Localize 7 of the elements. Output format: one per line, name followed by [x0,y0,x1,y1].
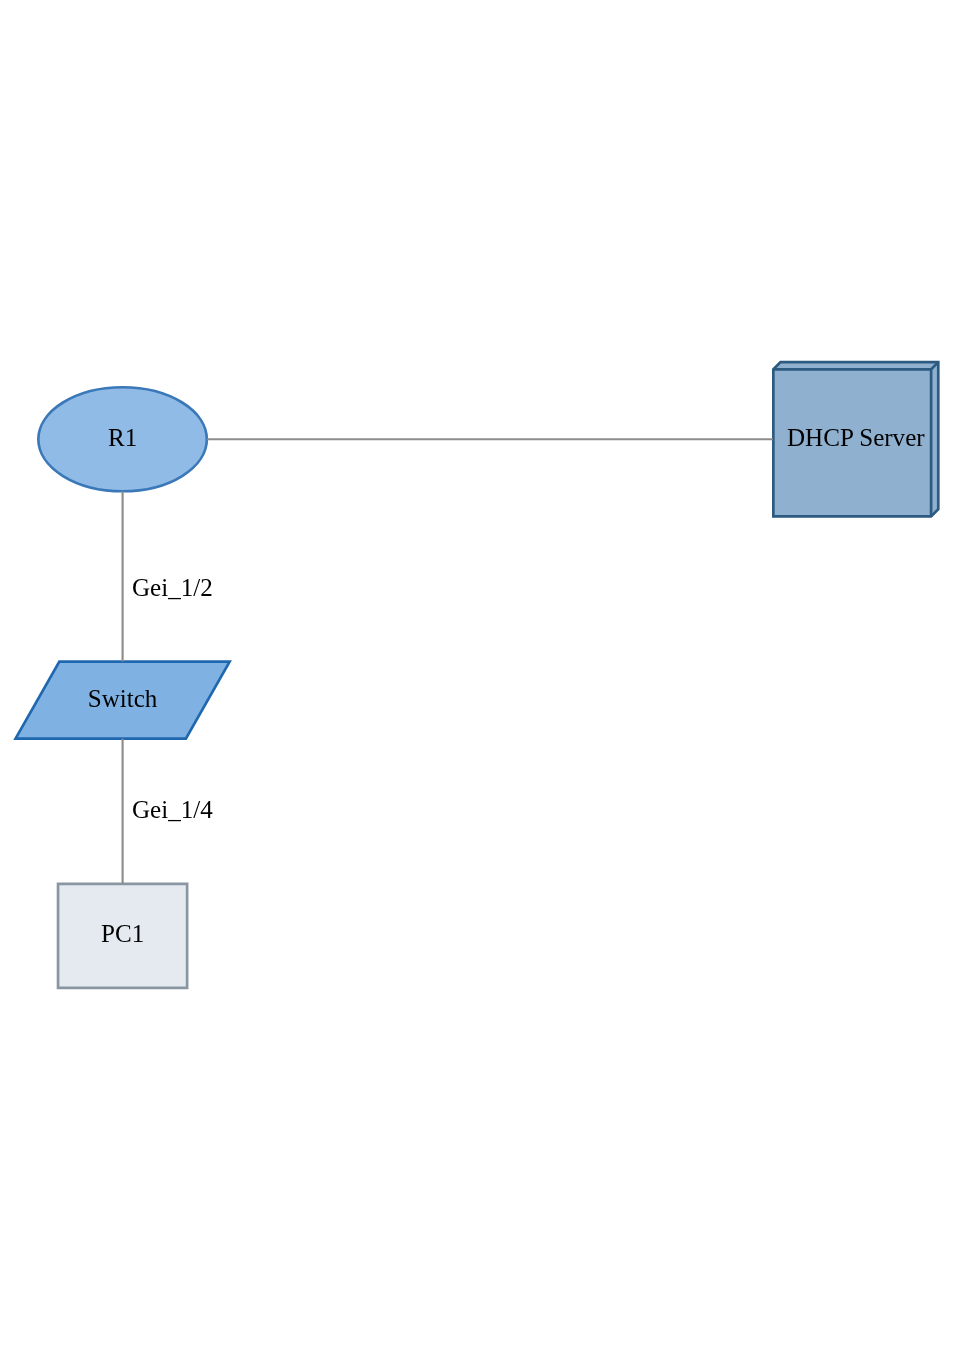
connector [121,738,124,884]
node-ellipse: R1 [37,385,209,493]
connector [207,438,773,441]
edge-label: Gei_1/4 [131,795,213,823]
node-box: PC1 [56,882,189,990]
connector [121,491,124,662]
edge-label: Gei_1/2 [131,573,213,601]
